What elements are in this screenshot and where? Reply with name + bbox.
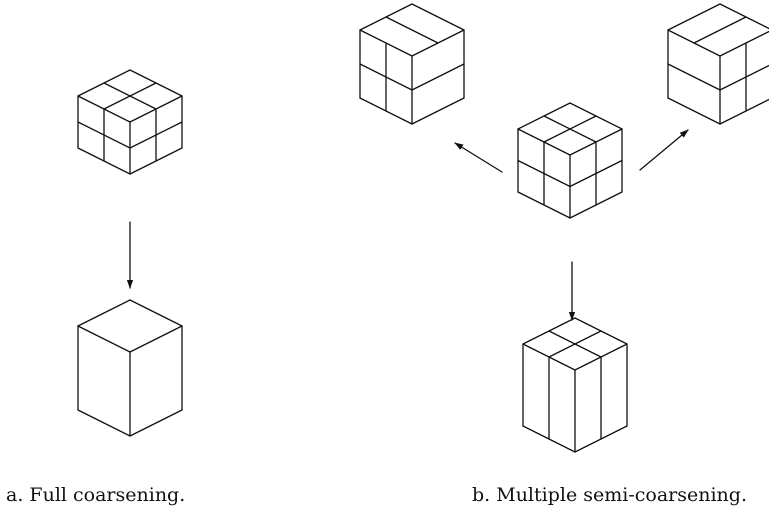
cube-division-line: [411, 63, 465, 91]
cube-edge: [667, 3, 721, 31]
cube-division-line: [129, 121, 183, 149]
cube-edge: [129, 325, 183, 353]
cube-division-line: [517, 159, 571, 188]
full-coarsening-fine-cube: [77, 69, 183, 175]
semi-coarsening-fine-cube: [517, 102, 623, 219]
cube-edge: [719, 98, 769, 125]
cube-division-line: [385, 16, 439, 44]
caption-multiple-semi-coarsening: b. Multiple semi-coarsening.: [472, 484, 747, 506]
cube-edge: [411, 3, 465, 31]
cubes-layer: [77, 3, 769, 453]
cube-edge: [129, 299, 183, 327]
cube-division-line: [548, 330, 602, 358]
cube-edge: [129, 409, 183, 437]
semi-coarsening-bottom-cube: [522, 317, 628, 453]
cube-division-line: [77, 121, 131, 149]
cube-edge: [77, 409, 131, 437]
caption-full-coarsening: a. Full coarsening.: [6, 484, 186, 506]
full-coarsening-coarse-cube: [77, 299, 183, 437]
cube-edge: [77, 325, 131, 353]
cube-division-line: [359, 63, 413, 91]
cube-division-line: [719, 64, 769, 91]
cube-edge: [719, 30, 769, 57]
cube-division-line: [569, 159, 623, 188]
semi-coarsening-right-cube: [667, 3, 769, 125]
semi-coarsening-right-arrow: [639, 129, 689, 171]
cube-division-line: [693, 16, 747, 44]
cube-edge: [411, 97, 465, 125]
cube-division-line: [667, 63, 721, 91]
arrows-layer: [126, 129, 689, 321]
cube-edge: [667, 97, 721, 125]
cube-division-line: [103, 82, 157, 110]
semi-coarsening-left-cube: [359, 3, 465, 125]
cube-edge: [77, 299, 131, 327]
semi-coarsening-left-arrow: [454, 142, 503, 173]
cube-division-line: [543, 115, 597, 143]
